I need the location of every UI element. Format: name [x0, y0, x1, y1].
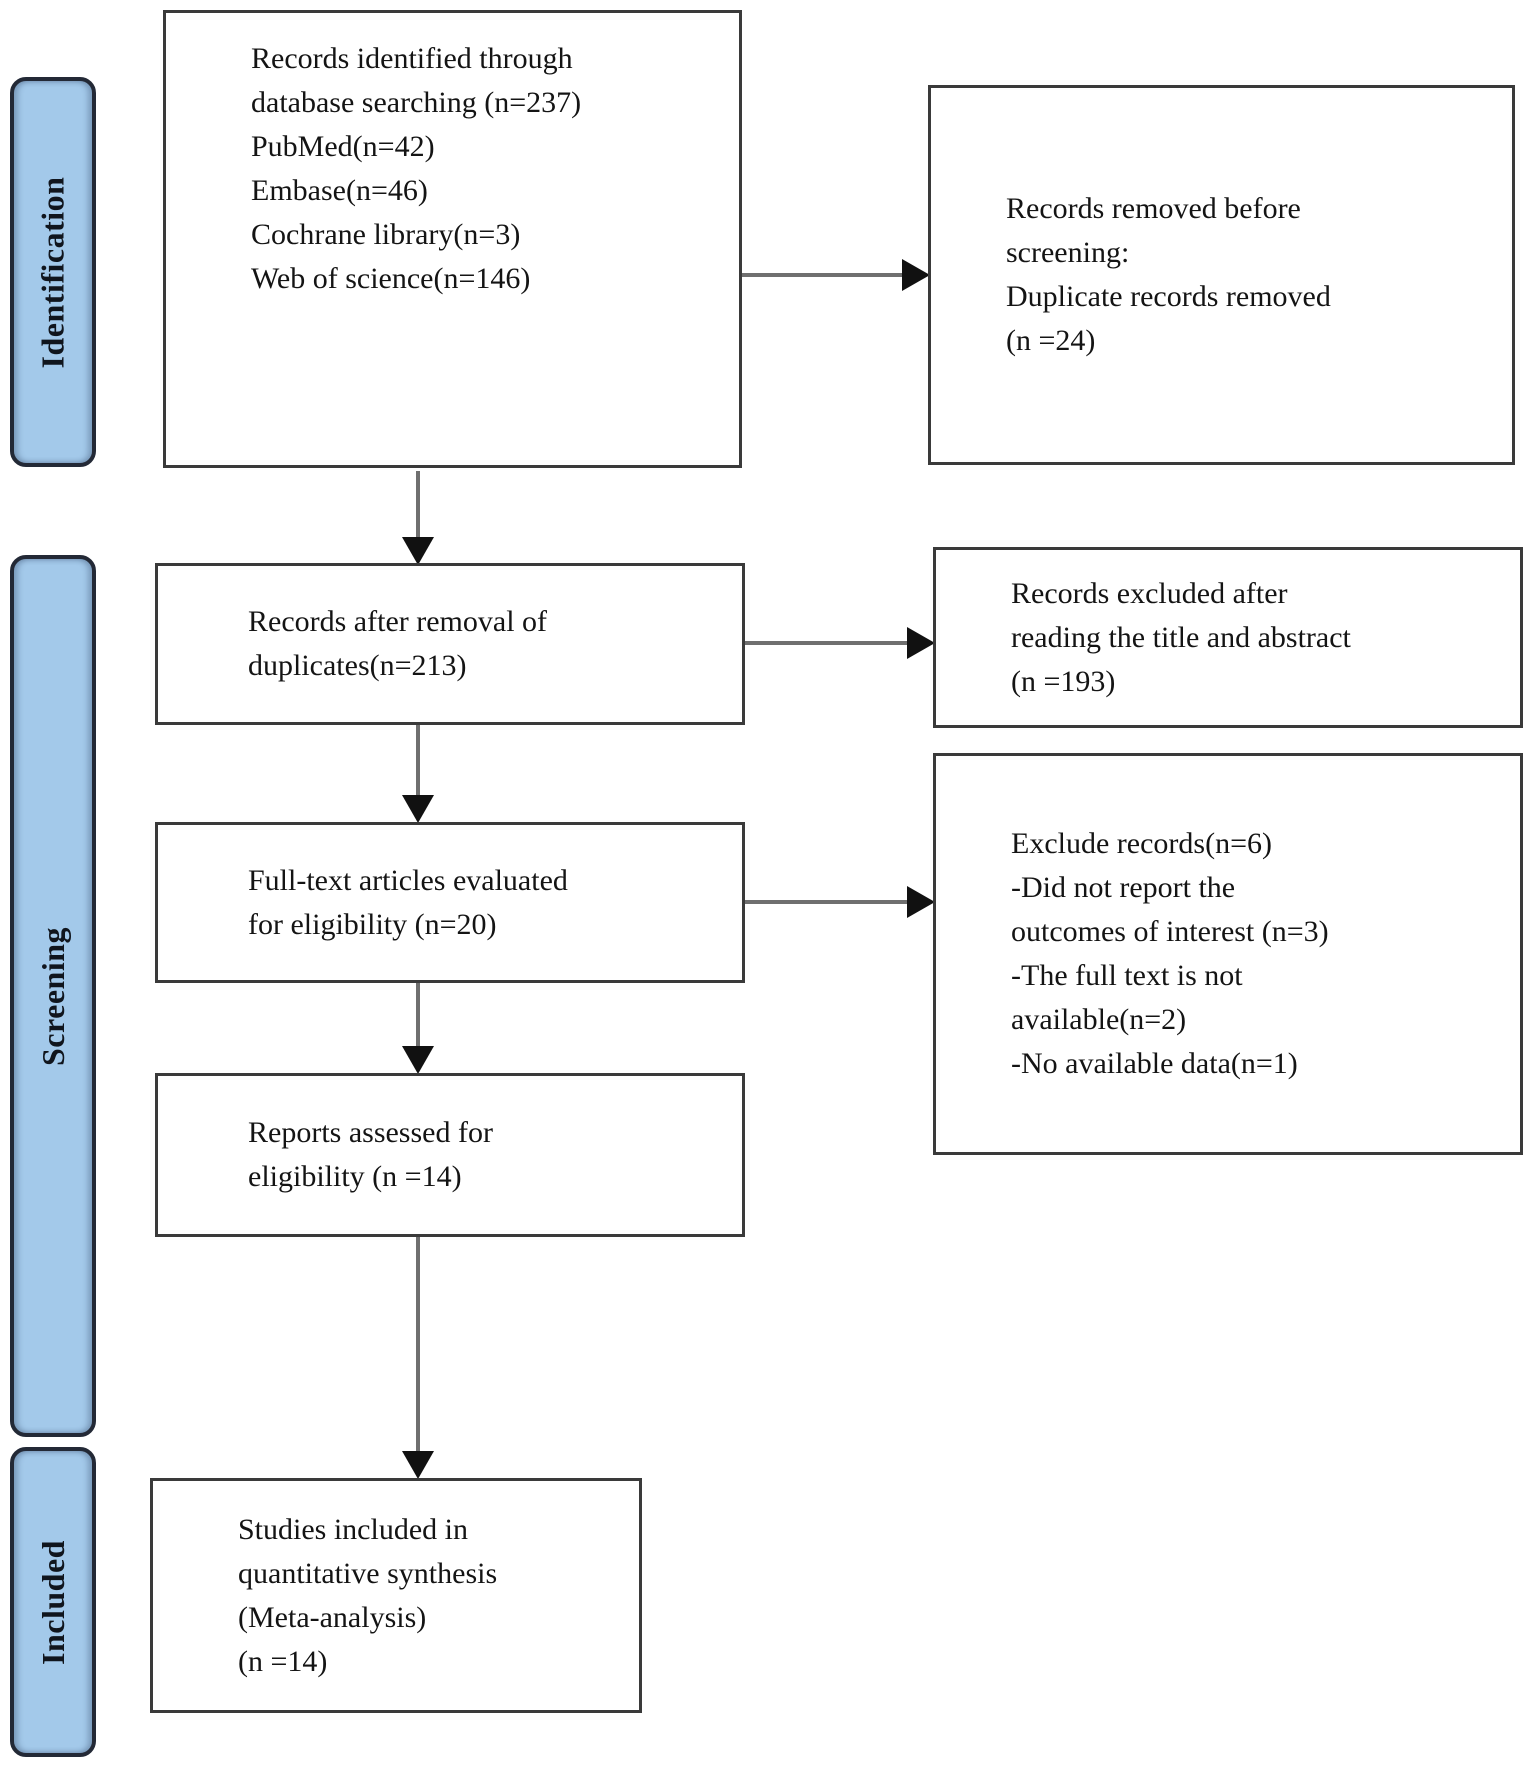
arrow-down-icon: [402, 537, 434, 565]
text-line: Duplicate records removed: [1006, 280, 1331, 313]
text-line: (n =24): [1006, 324, 1096, 357]
text-line: -No available data(n=1): [1011, 1047, 1298, 1080]
stage-label-identification: Identification: [34, 176, 71, 368]
box-records-after-duplicates: Records after removal of duplicates(n=213…: [155, 563, 745, 725]
text-line: -The full text is not: [1011, 959, 1243, 992]
text-line: (Meta-analysis): [238, 1600, 427, 1634]
text-line: available(n=2): [1011, 1003, 1187, 1036]
box-reports-assessed: Reports assessed for eligibility (n =14): [155, 1073, 745, 1237]
text-line: (n =193): [1011, 664, 1116, 698]
stage-label-screening: Screening: [34, 926, 71, 1066]
text-line: duplicates(n=213): [248, 649, 467, 682]
text-line: outcomes of interest (n=3): [1011, 915, 1329, 948]
arrow-down-icon: [402, 1451, 434, 1479]
text-line: Records identified through: [251, 42, 573, 75]
arrow-down-icon: [402, 795, 434, 823]
text-line: reading the title and abstract: [1011, 620, 1351, 654]
text-line: database searching (n=237): [251, 86, 582, 119]
box-studies-included: Studies included in quantitative synthesi…: [150, 1478, 642, 1713]
box-records-identified: Records identified through database searc…: [163, 10, 742, 468]
text-line: eligibility (n =14): [248, 1160, 462, 1193]
stage-bar-screening: Screening: [10, 555, 96, 1437]
text-line: screening:: [1006, 236, 1130, 269]
stage-bar-identification: Identification: [10, 77, 96, 467]
text-line: -Did not report the: [1011, 871, 1236, 904]
stage-label-included: Included: [34, 1539, 71, 1665]
box-records-excluded-title-abstract: Records excluded after reading the title …: [933, 547, 1523, 728]
text-line: Embase(n=46): [251, 174, 428, 207]
box-fulltext-evaluated: Full-text articles evaluated for eligibil…: [155, 822, 745, 983]
text-line: Studies included in: [238, 1512, 468, 1546]
arrow-right-icon: [907, 627, 935, 659]
arrow-down-icon: [402, 1046, 434, 1074]
text-line: for eligibility (n=20): [248, 907, 497, 941]
text-line: quantitative synthesis: [238, 1556, 498, 1590]
text-line: Full-text articles evaluated: [248, 863, 568, 897]
box-records-excluded-fulltext: Exclude records(n=6) -Did not report the o…: [933, 753, 1523, 1155]
arrow-right-icon: [902, 259, 930, 291]
text-line: Reports assessed for: [248, 1116, 493, 1149]
text-line: Web of science(n=146): [251, 262, 531, 295]
text-line: (n =14): [238, 1644, 328, 1678]
text-line: Records after removal of: [248, 605, 548, 638]
arrow-right-icon: [907, 886, 935, 918]
stage-bar-included: Included: [10, 1447, 96, 1757]
text-line: PubMed(n=42): [251, 130, 435, 163]
box-records-removed-before-screening: Records removed before screening: Duplicat…: [928, 85, 1515, 465]
text-line: Records excluded after: [1011, 576, 1288, 610]
text-line: Records removed before: [1006, 192, 1301, 225]
text-line: Exclude records(n=6): [1011, 827, 1272, 860]
text-line: Cochrane library(n=3): [251, 218, 521, 251]
